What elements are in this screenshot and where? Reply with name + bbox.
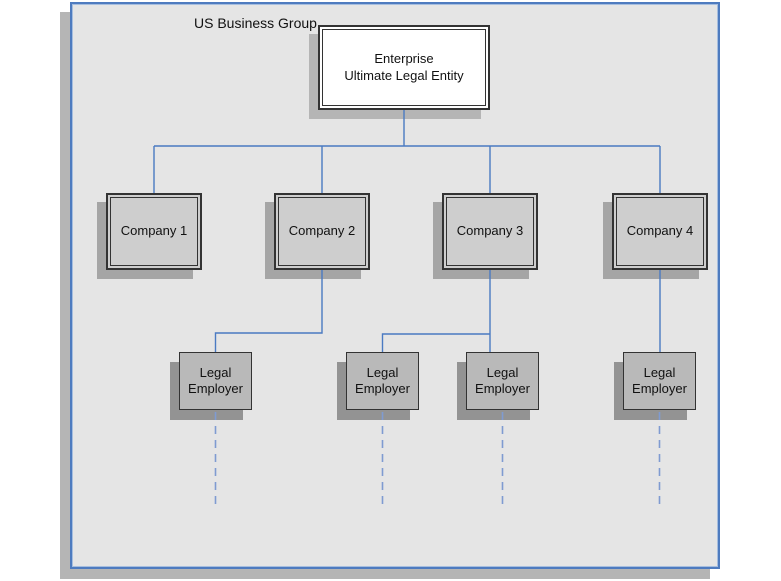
node-company-2: Company 2 <box>274 193 370 270</box>
node-enterprise: Enterprise Ultimate Legal Entity <box>318 25 490 110</box>
node-company-3: Company 3 <box>442 193 538 270</box>
node-legal-employer-3: Legal Employer <box>466 352 539 410</box>
legal-employer-3-label-line1: Legal <box>486 364 519 380</box>
node-company-2-frame: Company 2 <box>278 197 366 266</box>
node-company-4: Company 4 <box>612 193 708 270</box>
enterprise-label-line1: Enterprise <box>374 51 434 67</box>
company-1-label: Company 1 <box>120 223 188 239</box>
legal-employer-1-label-line2: Employer <box>188 381 243 396</box>
node-legal-employer-1: Legal Employer <box>179 352 252 410</box>
node-enterprise-frame: Enterprise Ultimate Legal Entity <box>322 29 486 106</box>
legal-employer-2-label-line1: Legal <box>366 364 399 380</box>
company-3-label: Company 3 <box>456 223 524 239</box>
node-legal-employer-2: Legal Employer <box>346 352 419 410</box>
business-group-label: US Business Group <box>194 15 317 31</box>
enterprise-label-line2: Ultimate Legal Entity <box>344 67 464 83</box>
legal-employer-1-label-line1: Legal <box>199 364 232 380</box>
legal-employer-4-label-line1: Legal <box>643 364 676 380</box>
node-company-3-frame: Company 3 <box>446 197 534 266</box>
node-company-1: Company 1 <box>106 193 202 270</box>
node-company-1-frame: Company 1 <box>110 197 198 266</box>
legal-employer-3-label-line2: Employer <box>475 381 530 396</box>
node-legal-employer-4: Legal Employer <box>623 352 696 410</box>
company-2-label: Company 2 <box>288 223 356 239</box>
company-4-label: Company 4 <box>626 223 694 239</box>
node-company-4-frame: Company 4 <box>616 197 704 266</box>
legal-employer-4-label-line2: Employer <box>632 381 687 396</box>
legal-employer-2-label-line2: Employer <box>355 381 410 396</box>
